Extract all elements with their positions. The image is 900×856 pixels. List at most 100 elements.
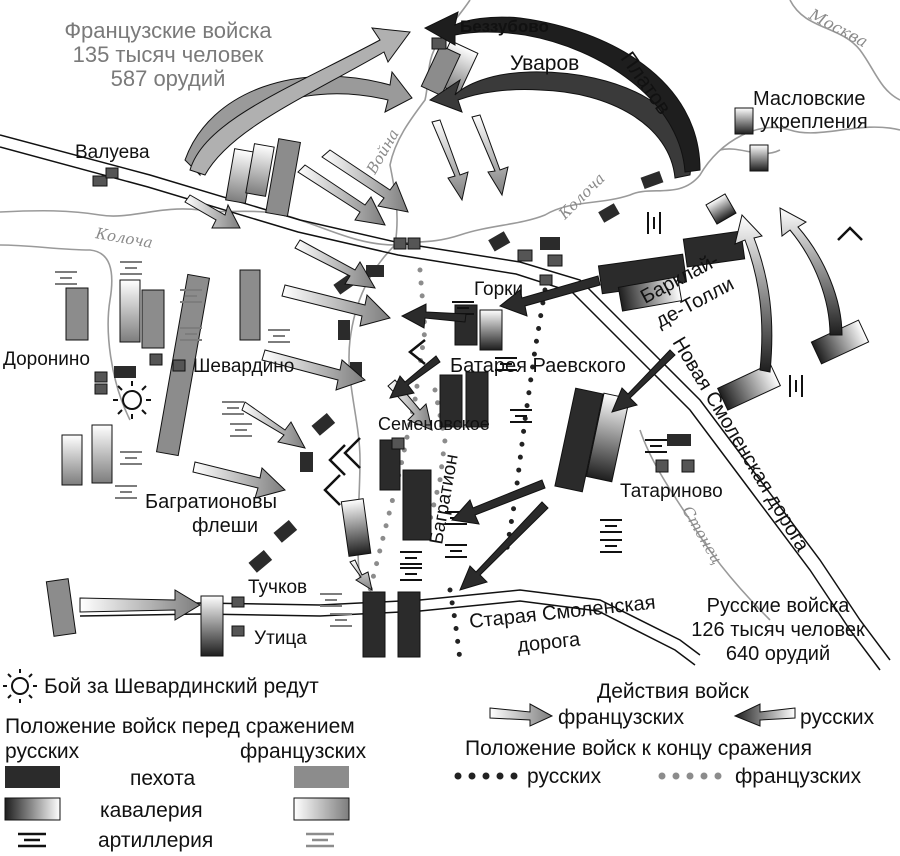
shevardino-redoubt-icon	[113, 381, 151, 419]
legend-russian-artillery-swatch	[18, 832, 46, 848]
river-stonets-label: Стонец	[679, 503, 727, 567]
legend-french-cavalry-swatch	[293, 797, 350, 821]
russian-infantry-small	[311, 412, 336, 436]
french-attack-arrow	[184, 194, 241, 229]
legend-french-action-arrow	[489, 703, 554, 727]
russian-infantry	[465, 371, 489, 428]
russian-cavalry	[734, 107, 754, 135]
russian-infantry	[379, 439, 401, 491]
russian-cavalry	[716, 363, 782, 411]
french-infantry	[265, 138, 302, 217]
french-attack-arrow	[431, 119, 469, 202]
russian-infantry	[439, 374, 463, 428]
river-moskva-label: Москва	[805, 4, 871, 51]
russian-infantry-small	[338, 320, 350, 340]
river-stonets	[639, 429, 771, 621]
legend-french-artillery-swatch	[306, 832, 334, 848]
river-voyna-label: Война	[362, 126, 402, 178]
french-total-line3: 587 орудий	[111, 66, 226, 91]
village-bezzubovo: Беззубово	[460, 17, 549, 36]
french-attack-arrow	[321, 149, 409, 213]
russian-counter-arrow	[611, 349, 676, 413]
french-total-line1: Французские войска	[64, 18, 272, 43]
russian-infantry	[454, 304, 478, 346]
russian-cavalry	[617, 276, 683, 312]
legend-french-end-dots	[658, 772, 722, 780]
village-shevardino: Шевардино	[193, 356, 294, 377]
legend-russian-action-arrow	[733, 703, 796, 727]
russian-infantry-small	[248, 549, 273, 573]
bagration-fleches	[323, 226, 863, 506]
legend-redoubt-icon	[3, 669, 37, 703]
bagration-fleches-line1: Багратионовы	[145, 491, 277, 513]
russian-end-line-south	[447, 587, 463, 663]
russian-total-line1: Русские войска	[707, 595, 851, 617]
russian-counter-arrow	[400, 303, 467, 329]
french-infantry	[239, 269, 261, 341]
french-attack-arrow	[349, 559, 373, 592]
russian-cavalry	[749, 144, 769, 172]
russian-infantry	[554, 387, 604, 493]
legend-artillery: артиллерия	[98, 829, 213, 852]
legend-end-russian: русских	[527, 765, 602, 788]
legend-cavalry: кавалерия	[100, 799, 203, 822]
legend-actions-russian: русских	[800, 706, 875, 729]
legend-french-infantry-swatch	[294, 766, 349, 788]
village-doronino: Доронино	[3, 349, 90, 370]
french-troops	[45, 40, 479, 637]
commander-uvarov: Уваров	[510, 52, 579, 75]
legend-infantry: пехота	[130, 767, 195, 790]
russian-infantry-small	[114, 366, 136, 378]
russian-end-line-center	[502, 287, 548, 563]
russian-cavalry	[585, 392, 631, 483]
russian-infantry-small	[598, 203, 620, 223]
french-attack-arrow	[297, 164, 386, 226]
russian-total-line2: 126 тысяч человек	[691, 619, 865, 641]
russian-counter-arrow	[389, 355, 441, 399]
village-tatarinovo: Татариново	[620, 481, 723, 502]
french-cavalry	[245, 143, 275, 197]
village-utitsa: Утица	[254, 628, 307, 649]
legend-end-french: французских	[735, 765, 862, 788]
village-valueva: Валуева	[75, 142, 150, 163]
russian-arrows	[389, 11, 843, 591]
russian-infantry	[397, 591, 421, 658]
legend-french: французских	[240, 740, 367, 763]
russian-infantry-small	[366, 265, 384, 277]
russian-infantry	[402, 469, 432, 541]
maslov-fortifications-line1: Масловские	[753, 88, 865, 110]
road-new-smolensk-b	[0, 146, 881, 671]
legend-russian: русских	[5, 740, 80, 763]
russian-counter-arrow	[451, 479, 546, 525]
label-tuchkov: Тучков	[248, 577, 307, 598]
french-attack-arrow	[189, 27, 411, 176]
legend: Бой за Шевардинский редут Положение войс…	[3, 669, 875, 852]
village-semenovskoe: Семеновское	[378, 414, 490, 434]
french-arrows	[79, 27, 509, 621]
french-attack-arrow	[192, 461, 286, 499]
legend-actions-french: французских	[558, 706, 685, 729]
raevsky-battery: Батарея Раевского	[450, 355, 626, 377]
russian-infantry	[682, 230, 746, 268]
russian-cavalry-raid-platov	[423, 11, 701, 173]
french-attack-arrow	[281, 284, 391, 327]
french-attack-arrow	[294, 239, 376, 289]
road-old-smolensk-label-line2: дорога	[516, 628, 582, 657]
french-attack-arrow	[471, 114, 509, 197]
artillery	[55, 212, 803, 627]
french-cavalry	[119, 279, 141, 343]
russian-cavalry	[479, 309, 503, 351]
legend-end-title: Положение войск к концу сражения	[465, 737, 812, 760]
french-infantry	[420, 44, 461, 97]
river-kolocha-west	[0, 208, 396, 246]
french-infantry	[65, 287, 89, 341]
french-infantry	[141, 289, 165, 349]
legend-russian-end-dots	[454, 772, 518, 780]
russian-counter-arrow	[498, 275, 601, 317]
russian-infantry-small	[488, 231, 511, 252]
villages	[92, 21, 695, 637]
legend-russian-infantry-swatch	[5, 766, 60, 788]
legend-russian-cavalry-swatch	[4, 797, 61, 821]
river-kolocha-lower	[0, 244, 131, 421]
